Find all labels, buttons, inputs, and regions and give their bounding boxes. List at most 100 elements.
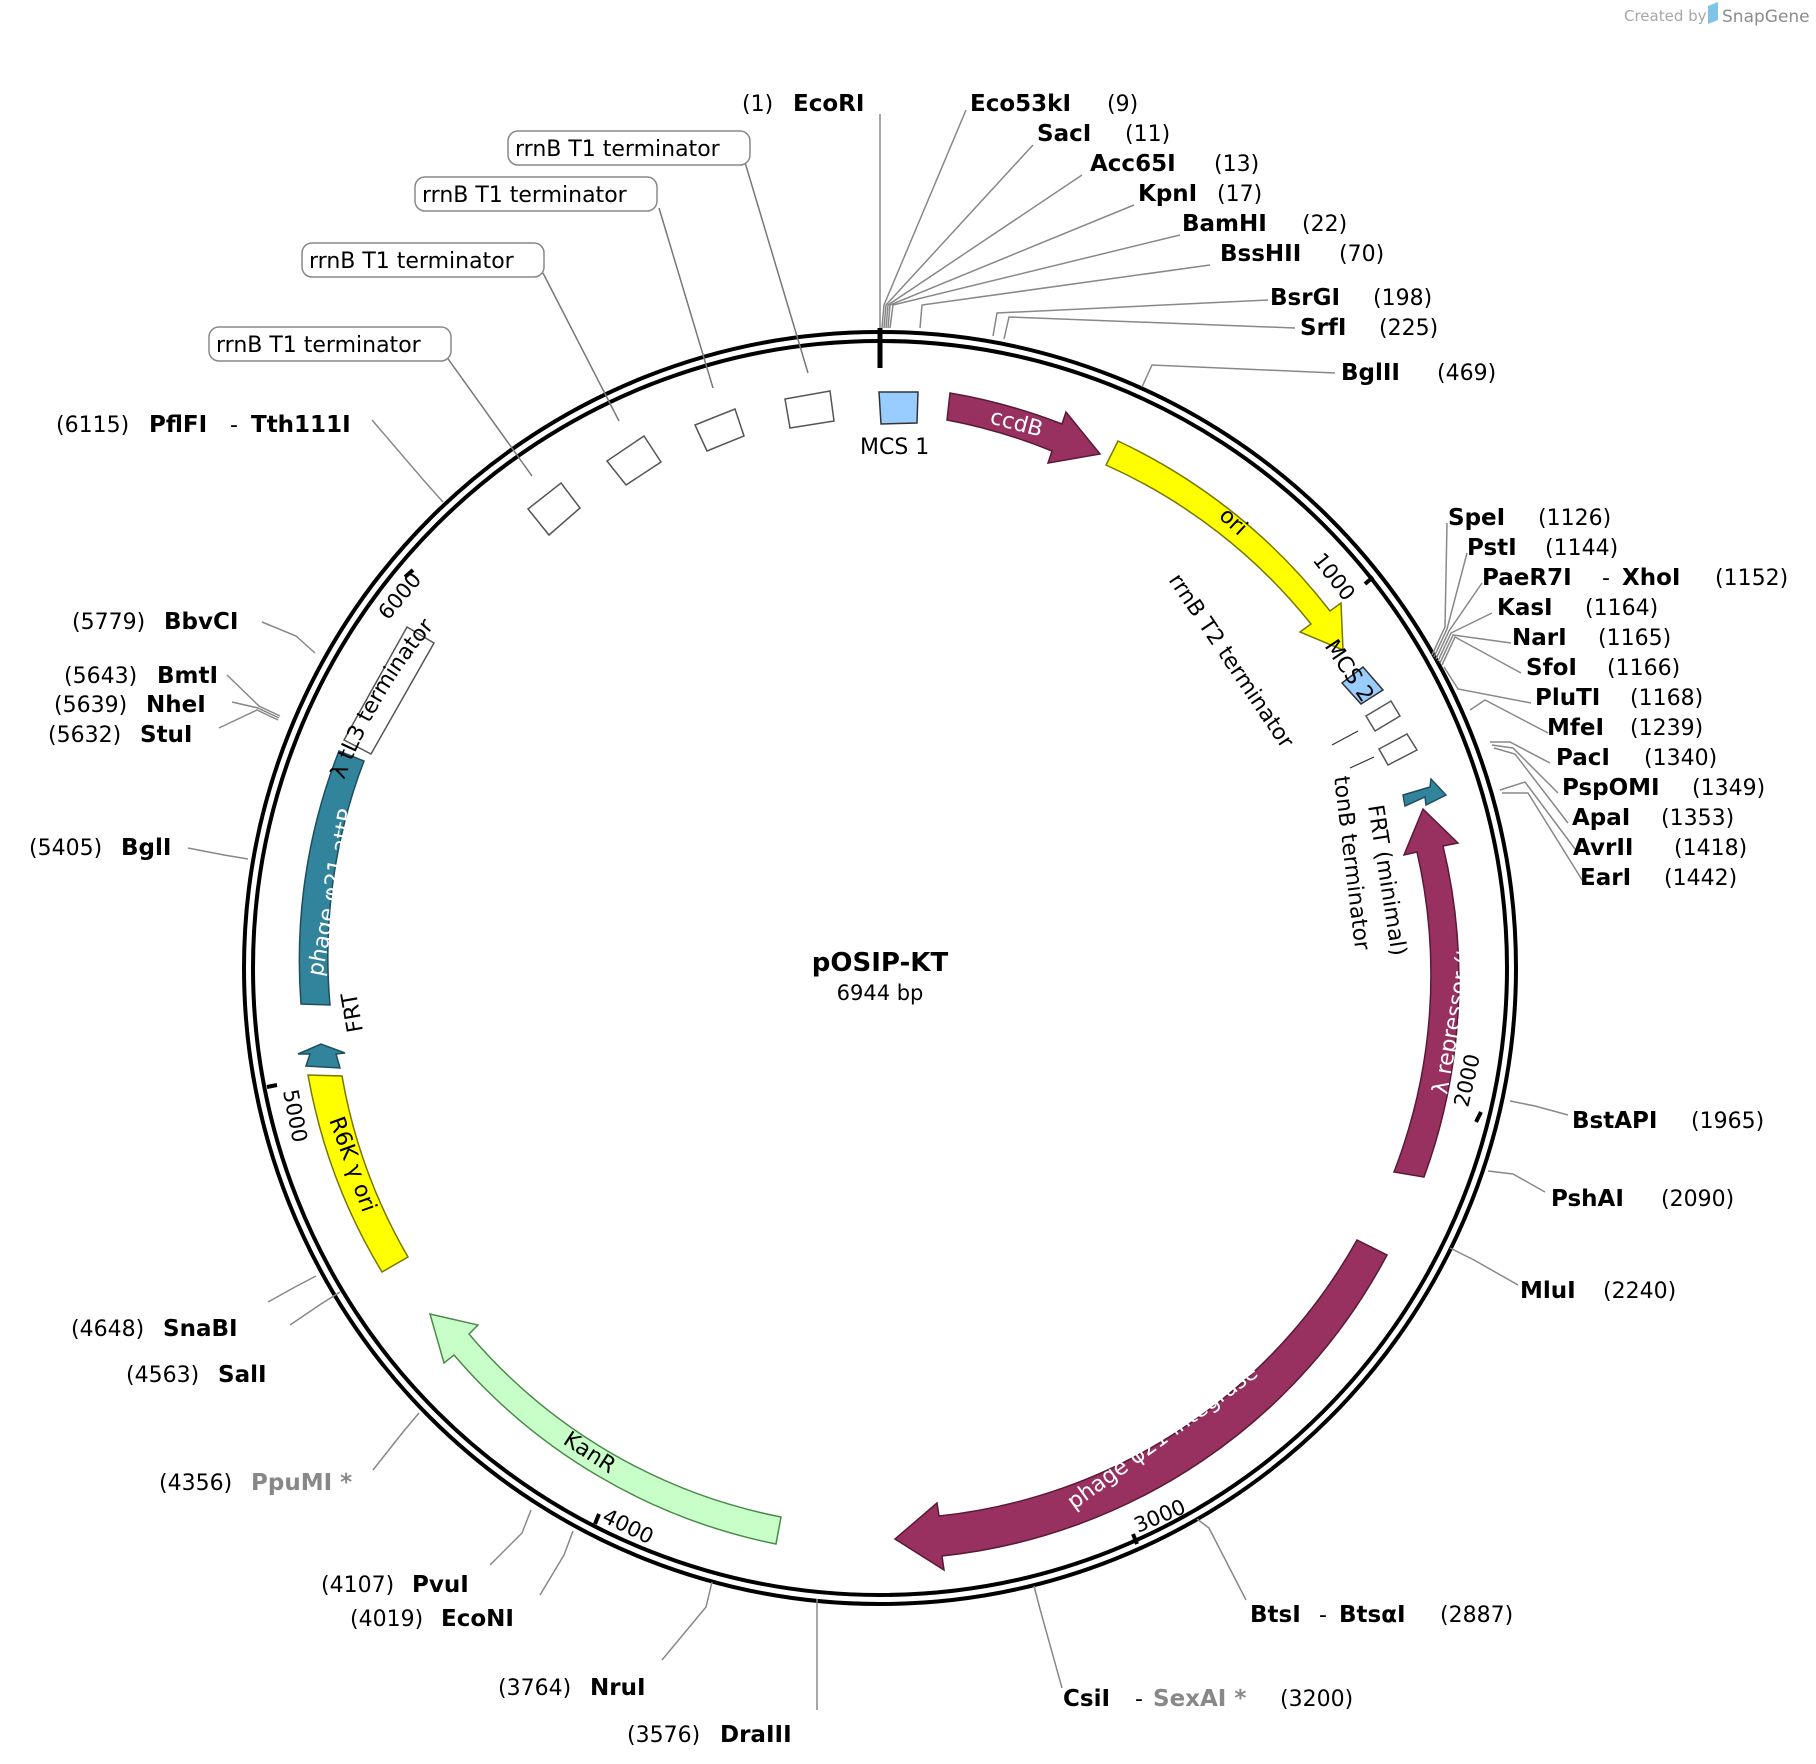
enzyme-NruI[interactable]: NruI (590, 1675, 646, 1701)
feature-lambda-repressor[interactable] (1392, 807, 1460, 1178)
enzyme-PpuMI[interactable]: PpuMI * (251, 1470, 352, 1496)
feature-mcs-2[interactable] (1340, 665, 1385, 705)
enzyme-pos-EcoNI: (4019) (350, 1607, 423, 1632)
enzyme-pos-SfoI: (1166) (1607, 656, 1680, 681)
enzyme-PshAI[interactable]: PshAI (1551, 1186, 1624, 1212)
enzyme-pos-PshAI: (2090) (1661, 1187, 1734, 1212)
credit-created-by: Created by (1624, 7, 1707, 25)
callout-rrnB-T1-1-text: rrnB T1 terminator (515, 137, 721, 162)
feature-integrase[interactable] (893, 1239, 1389, 1572)
feature-tL3-box[interactable] (342, 625, 436, 755)
enzyme-pos-ApaI: (1353) (1661, 806, 1734, 831)
callout-rrnB-T1-3[interactable] (301, 242, 545, 278)
enzyme-DraIII[interactable]: DraIII (720, 1722, 792, 1748)
enzyme-BstAPI[interactable]: BstAPI (1572, 1108, 1657, 1134)
label-tonB: tonB terminator (1328, 775, 1374, 953)
enzyme-BbvCI[interactable]: BbvCI (164, 609, 238, 635)
callout-rrnB-T1-4[interactable] (208, 326, 452, 362)
enzyme-BmtI[interactable]: BmtI (157, 663, 218, 689)
enzyme-Eco53kI[interactable]: Eco53kI (970, 91, 1071, 117)
feature-rrnB-T1-box-2[interactable] (693, 408, 745, 452)
enzyme-pos-PacI: (1340) (1644, 746, 1717, 771)
enzyme-SfoI[interactable]: SfoI (1526, 655, 1577, 681)
enzyme-BtsI[interactable]: BtsI (1250, 1602, 1301, 1628)
enzyme-SpeI[interactable]: SpeI (1448, 505, 1505, 531)
enzyme-pos-BssHII: (70) (1339, 242, 1384, 267)
enzyme-pos-BbvCI: (5779) (72, 610, 145, 635)
enzyme-pos-StuI: (5632) (48, 723, 121, 748)
feature-rrnB-T2-box[interactable] (1364, 699, 1402, 733)
enzyme-SacI[interactable]: SacI (1037, 121, 1091, 147)
enzyme-PflFI[interactable]: PflFI (149, 412, 207, 438)
feature-ccdB[interactable] (946, 392, 1102, 464)
snapgene-logo-icon (1708, 2, 1718, 24)
enzyme-pos-PpuMI: (4356) (159, 1471, 232, 1496)
enzyme-BglI[interactable]: BglI (121, 835, 171, 861)
enzyme-BsrGI[interactable]: BsrGI (1270, 285, 1340, 311)
feature-R6K-ori[interactable] (307, 1074, 410, 1274)
enzyme-MluI[interactable]: MluI (1520, 1278, 1576, 1304)
enzyme-pos-KasI: (1164) (1585, 596, 1658, 621)
enzyme-PvuI[interactable]: PvuI (412, 1572, 469, 1598)
enzyme-MfeI[interactable]: MfeI (1547, 715, 1604, 741)
feature-mcs-1[interactable] (878, 391, 919, 425)
enzyme-NheI[interactable]: NheI (146, 692, 206, 718)
enzyme-KasI[interactable]: KasI (1497, 595, 1553, 621)
feature-KanR[interactable] (428, 1312, 782, 1545)
enzyme-EcoRI[interactable]: EcoRI (793, 91, 864, 117)
enzyme-pos-MluI: (2240) (1603, 1279, 1676, 1304)
enzyme-pos-Acc65I: (13) (1214, 152, 1259, 177)
feature-tonB-box[interactable] (1377, 733, 1419, 766)
callout-rrnB-T1-2-text: rrnB T1 terminator (422, 183, 628, 208)
plasmid-size: 6944 bp (837, 981, 924, 1005)
enzyme-SnaBI[interactable]: SnaBI (163, 1316, 238, 1342)
enzyme-pos-NruI: (3764) (498, 1676, 571, 1701)
enzyme-PspOMI[interactable]: PspOMI (1562, 775, 1660, 801)
enzyme-pos-BmtI: (5643) (64, 664, 137, 689)
feature-rrnB-T1-box-3[interactable] (605, 434, 663, 487)
enzyme-PstI[interactable]: PstI (1467, 535, 1517, 561)
callout-rrnB-T1-3-text: rrnB T1 terminator (309, 249, 515, 274)
feature-ori[interactable] (1104, 440, 1344, 652)
enzyme-pos-BglII: (469) (1437, 361, 1496, 386)
enzyme-pos-PstI: (1144) (1545, 536, 1618, 561)
enzyme-dash-PaeR7I: - (1602, 566, 1610, 591)
enzyme-NarI[interactable]: NarI (1512, 625, 1567, 651)
enzyme-XhoI[interactable]: XhoI (1622, 565, 1680, 591)
enzyme-BglII[interactable]: BglII (1341, 360, 1400, 386)
enzyme-PacI[interactable]: PacI (1556, 745, 1610, 771)
enzyme-BamHI[interactable]: BamHI (1182, 211, 1267, 237)
enzyme-PaeR7I[interactable]: PaeR7I (1482, 565, 1572, 591)
enzyme-BtsaI[interactable]: BtsαI (1339, 1602, 1406, 1628)
label-rrnB-T2: rrnB T2 terminator (1163, 569, 1299, 753)
feature-rrnB-T1-box-4[interactable] (526, 481, 582, 537)
enzyme-pos-PspOMI: (1349) (1692, 776, 1765, 801)
enzyme-AvrII[interactable]: AvrII (1573, 835, 1633, 861)
enzyme-SexAI[interactable]: SexAI * (1153, 1686, 1246, 1712)
enzyme-EarI[interactable]: EarI (1580, 865, 1631, 891)
enzyme-SalI[interactable]: SalI (218, 1362, 267, 1388)
enzyme-Acc65I[interactable]: Acc65I (1090, 151, 1176, 177)
enzyme-BssHII[interactable]: BssHII (1220, 241, 1301, 267)
enzyme-SrfI[interactable]: SrfI (1300, 315, 1346, 341)
enzyme-CsiI[interactable]: CsiI (1063, 1686, 1110, 1712)
enzyme-KpnI[interactable]: KpnI (1138, 181, 1197, 207)
enzyme-pos-PluTI: (1168) (1630, 686, 1703, 711)
enzyme-PluTI[interactable]: PluTI (1535, 685, 1600, 711)
enzyme-dash-CsiI: - (1135, 1687, 1143, 1712)
feature-frt-left[interactable] (297, 1043, 346, 1069)
enzyme-Tth111I[interactable]: Tth111I (251, 412, 351, 438)
feature-rrnB-T1-box-1[interactable] (784, 390, 835, 429)
feature-attP[interactable] (298, 750, 365, 1006)
enzyme-StuI[interactable]: StuI (140, 722, 193, 748)
enzyme-pos-PvuI: (4107) (321, 1573, 394, 1598)
enzyme-ApaI[interactable]: ApaI (1572, 805, 1630, 831)
enzyme-EcoNI[interactable]: EcoNI (441, 1606, 514, 1632)
callout-rrnB-T1-1[interactable] (507, 130, 751, 166)
callout-rrnB-T1-2[interactable] (414, 176, 658, 212)
label-mcs-1: MCS 1 (860, 435, 929, 460)
enzyme-leader-lines (187, 109, 1585, 1710)
credit-brand: SnapGene (1722, 7, 1810, 27)
feature-frt-minimal[interactable] (1402, 777, 1448, 808)
